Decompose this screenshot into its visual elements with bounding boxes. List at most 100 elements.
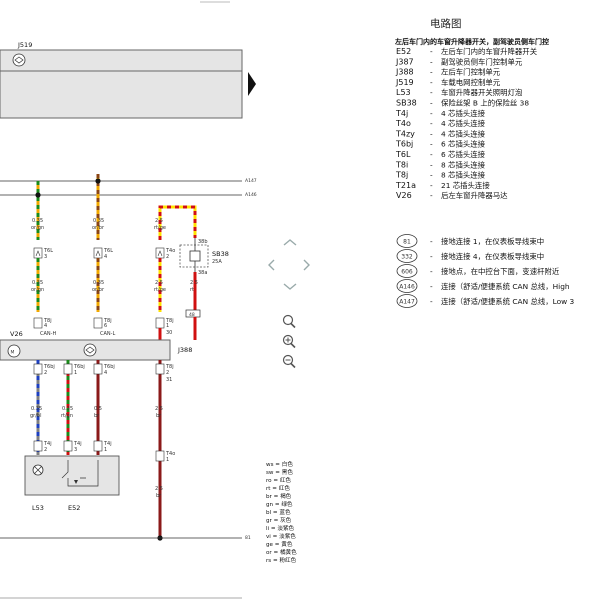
- connector-t6l-4: [93, 247, 103, 259]
- w6-gauge: 2.5: [190, 280, 198, 286]
- ground-symbol-icon: [396, 279, 418, 293]
- legend-code: T6bj: [395, 140, 413, 149]
- fuse-rating: 25A: [212, 259, 222, 265]
- fuse-name: SB38: [212, 250, 229, 258]
- w6a-color: rt/ge: [154, 287, 166, 293]
- t8j-6-signal: CAN-L: [100, 331, 115, 337]
- legend-description: 6 芯插头连接: [441, 150, 486, 159]
- legend-heading: 左后车门内的车窗升降器开关，副驾驶员侧车门控: [394, 37, 549, 46]
- w11-color: br: [156, 493, 162, 499]
- legend-description: 8 芯插头连接: [441, 171, 486, 180]
- switch-icon: [61, 460, 99, 487]
- page-next-arrow-icon[interactable]: [248, 72, 256, 96]
- legend-dash: -: [430, 150, 433, 159]
- color-key-entry: rs = 粉红色: [266, 556, 297, 564]
- zoom-fit-icon[interactable]: [282, 314, 296, 329]
- t8j-4-signal: CAN-H: [40, 331, 56, 337]
- legend-code: T4zy: [395, 129, 415, 138]
- legend-description: 4 芯插头连接: [441, 129, 486, 138]
- w7-color: gr/bl: [30, 413, 41, 419]
- t8j-1-sub: 30: [166, 330, 172, 336]
- w8-gauge: 0.35: [62, 406, 73, 412]
- color-key-entry: vi = 淡紫色: [266, 532, 296, 540]
- t8j-4-pin: 4: [44, 323, 47, 329]
- pan-up-icon[interactable]: [283, 239, 297, 246]
- t8j-2-sub: 31: [166, 377, 172, 383]
- j519-ecu-icon: [12, 53, 26, 67]
- ground-dash: -: [430, 282, 433, 291]
- w3-color: rt/ge: [154, 225, 166, 231]
- wire-2: [95, 174, 101, 240]
- t4j-2-pin: 2: [44, 447, 47, 453]
- legend-dash: -: [430, 119, 433, 128]
- pan-controls: [268, 239, 310, 290]
- pan-down-icon[interactable]: [283, 283, 297, 290]
- j519-module: [0, 49, 243, 119]
- legend-description: 车载电网控制单元: [441, 78, 501, 87]
- legend-dash: -: [430, 47, 433, 56]
- ground-symbol-icon: [396, 249, 418, 263]
- t4j-3-label: T4j: [73, 441, 82, 447]
- connector-t4o-2: [155, 247, 165, 259]
- legend-code: T4j: [395, 109, 408, 118]
- w9-color: br: [94, 413, 100, 419]
- lamp-icon: [32, 464, 44, 476]
- legend-dash: -: [430, 88, 433, 97]
- wire-3: [158, 205, 197, 240]
- t8j-6-pin: 6: [104, 323, 107, 329]
- zoom-in-icon[interactable]: [282, 334, 296, 349]
- ground-label: 81: [245, 535, 251, 541]
- page-title: 电路图: [430, 17, 462, 30]
- w4-color: or/gn: [31, 287, 44, 293]
- legend-code: T21a: [395, 181, 416, 190]
- t6l-4-label: T6L: [103, 248, 113, 254]
- legend-dash: -: [430, 160, 433, 169]
- legend-description: 副驾驶员侧车门控制单元: [441, 57, 523, 66]
- legend-code: L53: [396, 88, 411, 97]
- w6-color: rt: [190, 287, 194, 293]
- t8j-1-pin: 1: [166, 323, 169, 329]
- legend-dash: -: [430, 191, 433, 200]
- t6bj-4-pin: 4: [104, 370, 107, 376]
- t8j-6-label: T8j: [103, 318, 112, 324]
- fuse-top-pin: 38b: [198, 239, 208, 245]
- legend-code: J387: [395, 57, 414, 66]
- w6a-gauge: 2.5: [155, 280, 163, 286]
- legend-dash: -: [430, 99, 433, 108]
- pan-right-icon[interactable]: [303, 259, 310, 271]
- w2-color: or/br: [92, 225, 105, 231]
- t6bj-1-pin: 1: [74, 370, 77, 376]
- fuse-sb38: [179, 238, 209, 272]
- legend-code: T4o: [395, 119, 411, 128]
- connector-t6bj-2: [33, 363, 43, 375]
- connector-t8j-2: [155, 363, 165, 375]
- t4o-2-pin: 2: [166, 254, 169, 260]
- ground-description: 连接（舒适/便捷系统 CAN 总线，High: [441, 282, 570, 291]
- ground-code: 606: [401, 268, 413, 275]
- fuse-ref-box: [185, 309, 201, 318]
- j519-label: J519: [17, 41, 32, 49]
- w11-gauge: 2.5: [155, 486, 163, 492]
- ground-description: 接地连接 4，在仪表板导线束中: [441, 252, 544, 261]
- pan-left-icon[interactable]: [268, 259, 275, 271]
- color-key-entry: br = 褐色: [266, 492, 292, 500]
- ground-description: 连接（舒适/便捷系统 CAN 总线，Low 3: [441, 297, 575, 306]
- ground-code: 332: [401, 253, 413, 260]
- legend-code: SB38: [396, 99, 417, 108]
- color-key-entry: gr = 灰色: [266, 516, 292, 524]
- j388-label: J388: [177, 346, 192, 354]
- t6l-4-pin: 4: [104, 254, 107, 260]
- t4j-1-label: T4j: [103, 441, 112, 447]
- legend-description: 6 芯插头连接: [441, 140, 486, 149]
- color-key-entry: or = 橘黄色: [266, 548, 297, 556]
- v26-label: V26: [10, 330, 23, 338]
- zoom-out-icon[interactable]: [282, 354, 296, 369]
- legend-code: T8i: [395, 160, 408, 169]
- legend-description: 保险丝架 B 上的保险丝 38: [441, 99, 529, 108]
- connector-t4o-1: [155, 450, 165, 462]
- color-key-entry: ro = 红色: [266, 476, 291, 484]
- t8j-2-pin: 2: [166, 370, 169, 376]
